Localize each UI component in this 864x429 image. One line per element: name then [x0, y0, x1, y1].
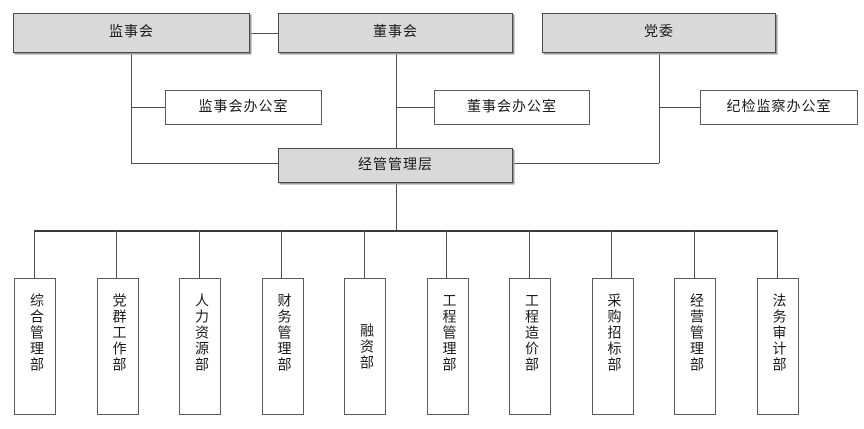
connector-board-stem	[396, 53, 397, 148]
connector-party-to-management	[513, 163, 659, 164]
department-bus-line	[34, 230, 778, 232]
node-label: 党委	[644, 25, 674, 41]
node-label: 董事会办公室	[467, 99, 557, 115]
node-supervisory-board[interactable]: 监事会	[13, 13, 250, 53]
department-drop-line	[529, 230, 530, 278]
department-box[interactable]: 党群工作部	[96, 278, 139, 415]
department-drop-line	[611, 230, 612, 278]
department-box[interactable]: 采购招标部	[591, 278, 634, 415]
department-box[interactable]: 法务审计部	[756, 278, 799, 415]
connector-management-stem	[396, 183, 397, 231]
department-box[interactable]: 财务管理部	[261, 278, 304, 415]
department-box[interactable]: 融资部	[344, 278, 386, 415]
department-label: 采购招标部	[605, 293, 621, 373]
node-supervisory-board-office[interactable]: 监事会办公室	[165, 90, 322, 125]
department-box[interactable]: 综合管理部	[14, 278, 56, 415]
department-label: 综合管理部	[27, 293, 43, 373]
connector-supervisory-to-office	[131, 107, 165, 108]
department-label: 法务审计部	[770, 293, 786, 373]
department-label: 经营管理部	[687, 293, 703, 373]
node-board-office[interactable]: 董事会办公室	[434, 90, 590, 125]
department-label: 工程造价部	[522, 293, 538, 373]
node-board-of-directors[interactable]: 董事会	[278, 13, 513, 53]
connector-supervisory-stem	[131, 53, 132, 163]
node-label: 监事会办公室	[198, 99, 289, 115]
node-label: 监事会	[109, 25, 154, 41]
node-label: 经管管理层	[358, 157, 433, 173]
node-label: 纪检监察办公室	[726, 99, 832, 115]
node-label: 董事会	[373, 25, 418, 41]
connector-party-to-office	[659, 107, 700, 108]
department-box[interactable]: 工程造价部	[509, 278, 551, 415]
department-box[interactable]: 工程管理部	[426, 278, 469, 415]
department-box[interactable]: 人力资源部	[179, 278, 221, 415]
department-drop-line	[34, 230, 35, 278]
department-label: 党群工作部	[110, 293, 126, 373]
department-drop-line	[199, 230, 200, 278]
connector-supervisory-to-board	[250, 33, 278, 34]
department-drop-line	[694, 230, 695, 278]
department-label: 财务管理部	[275, 293, 291, 373]
node-discipline-inspection-office[interactable]: 纪检监察办公室	[700, 90, 858, 125]
department-drop-line	[364, 230, 365, 278]
department-drop-line	[116, 230, 117, 278]
department-label: 融资部	[357, 322, 373, 371]
connector-party-stem	[659, 53, 660, 163]
department-label: 人力资源部	[192, 293, 208, 373]
department-box[interactable]: 经营管理部	[674, 278, 716, 415]
department-label: 工程管理部	[440, 293, 456, 373]
department-drop-line	[446, 230, 447, 278]
department-drop-line	[281, 230, 282, 278]
node-party-committee[interactable]: 党委	[542, 13, 776, 53]
node-management-layer[interactable]: 经管管理层	[278, 148, 513, 183]
connector-board-to-office	[396, 107, 434, 108]
connector-supervisory-to-management	[131, 163, 278, 164]
department-drop-line	[777, 230, 778, 278]
